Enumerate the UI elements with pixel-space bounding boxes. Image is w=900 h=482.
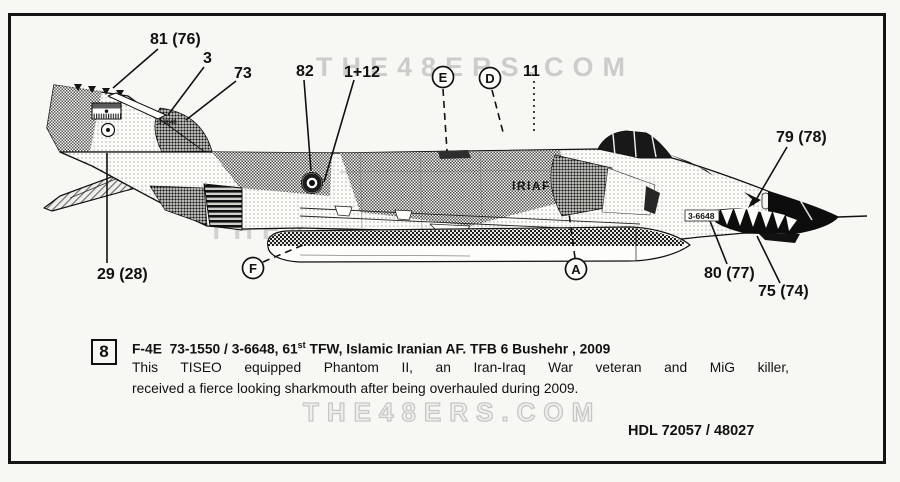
callout-75-74: 75 (74): [758, 283, 809, 300]
callout-3: 3: [203, 50, 212, 67]
svg-text:D: D: [485, 71, 494, 86]
radome-lightning-strip: [796, 194, 813, 221]
sharkmouth-nose: [705, 191, 838, 243]
svg-text:E: E: [439, 70, 448, 85]
tiseo-marking: [744, 192, 761, 208]
callout-80-77: 80 (77): [704, 265, 755, 282]
chin-pod: [758, 233, 800, 243]
figure-border: [8, 13, 886, 464]
callout-circle-F: F: [241, 256, 265, 280]
fin-stripe-decal: [107, 92, 167, 120]
fin-serial: 3-6648: [158, 120, 177, 126]
flap-fairing-1: [334, 205, 353, 217]
nose-serial-group: 3-6648: [684, 209, 720, 222]
callout-11: 11: [523, 63, 540, 80]
callout-circle-E: E: [431, 65, 455, 89]
callout-circle-A: A: [564, 257, 588, 281]
burner-bay-texture: [149, 185, 208, 226]
watermark-bottom: THE48ERS.COM: [302, 396, 602, 427]
vertical-tail: 3-6648: [46, 84, 213, 153]
nose-serial: 3-6648: [688, 211, 715, 221]
scheme-description-line1: This TISEO equipped Phantom II, an Iran-…: [132, 360, 789, 375]
scheme-title: F-4E 73-1550 / 3-6648, 61st TFW, Islamic…: [132, 340, 610, 357]
product-code: HDL 72057 / 48027: [628, 423, 755, 439]
title-part-1: F-4E 73-1550 / 3-6648, 61: [132, 341, 298, 357]
scheme-index-badge: 8: [91, 339, 117, 365]
camo-patch-mid: [340, 150, 570, 226]
title-superscript: st: [297, 340, 306, 350]
intake-lip: [644, 186, 660, 214]
intake-panel: [601, 167, 656, 216]
callout-73: 73: [234, 65, 252, 82]
iriaf-marking: IRIAF: [512, 179, 551, 193]
flag-emblem: [104, 109, 109, 113]
fin-circle-emblem: [100, 122, 116, 138]
pitot-tube: [837, 215, 868, 218]
tank-camo-top: [267, 228, 684, 246]
afterburner-nozzle: [203, 183, 243, 231]
spine-dark-mark: [438, 150, 471, 159]
svg-text:F: F: [249, 261, 257, 276]
roundel-marking: [301, 172, 323, 194]
callout-82: 82: [296, 63, 314, 80]
airframe-group: 3-6648: [43, 84, 868, 263]
tail-camo-blotch: [154, 107, 213, 153]
nose-capsule-detail: [761, 192, 770, 210]
svg-text:A: A: [571, 262, 581, 277]
fin-top-chevrons: [74, 84, 124, 97]
scheme-index: 8: [99, 342, 109, 361]
callout-1-12: 1+12: [344, 64, 380, 81]
external-fuel-tank: [267, 226, 691, 263]
callout-81-76: 81 (76): [150, 31, 201, 48]
callout-group: 81 (76) 3 73 82 1+12 11 79 (78) 80 (77) …: [97, 31, 827, 300]
panel-lines: [339, 150, 601, 233]
leader-lines: [106, 48, 788, 284]
callout-circle-D: D: [478, 66, 502, 90]
canopy: [597, 130, 714, 176]
watermark-top: THE48ERS.COM: [316, 52, 635, 82]
scheme-description-line2: received a fierce looking sharkmouth aft…: [132, 381, 579, 396]
iran-flag: [91, 102, 122, 120]
flap-fairing-2: [394, 209, 413, 221]
callout-29-28: 29 (28): [97, 266, 148, 283]
callout-79-78: 79 (78): [776, 129, 827, 146]
title-part-2: TFW, Islamic Iranian AF. TFB 6 Bushehr ,…: [305, 341, 611, 357]
